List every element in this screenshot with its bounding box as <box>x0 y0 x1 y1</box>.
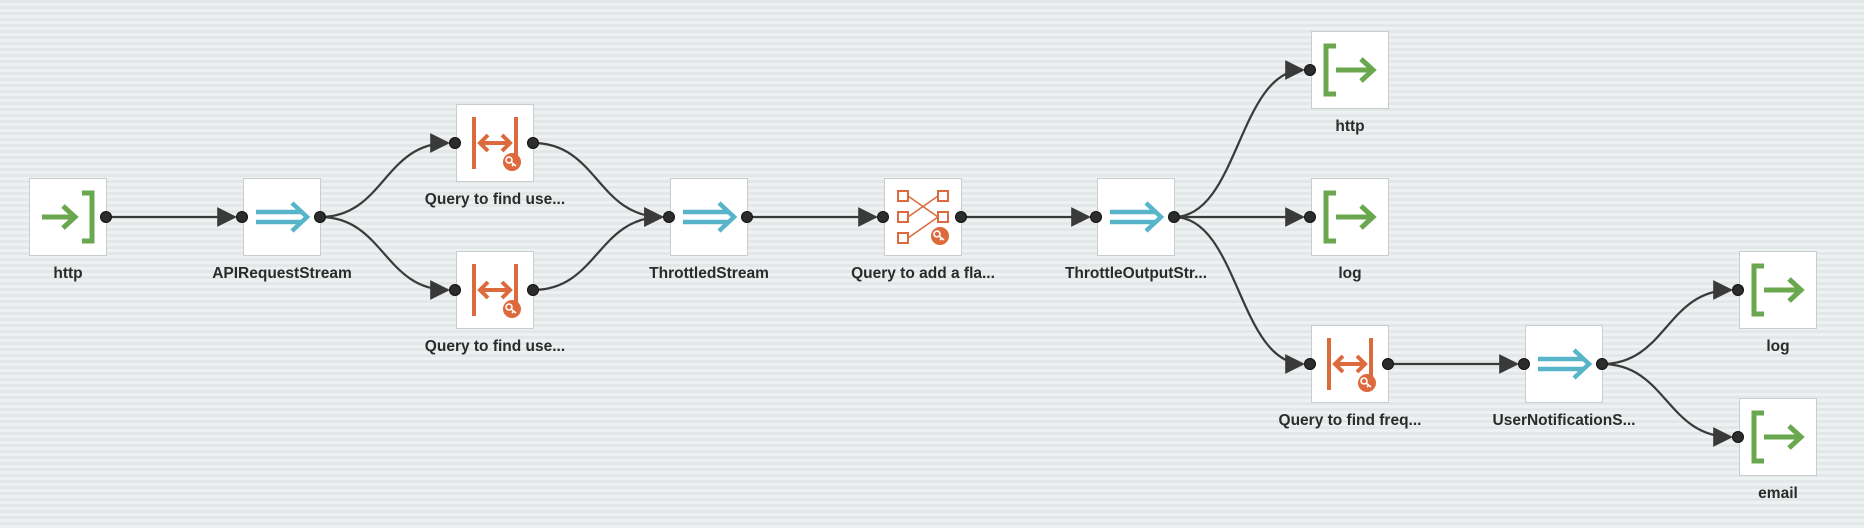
node-label: http <box>53 265 83 282</box>
join-query-icon <box>897 190 949 245</box>
edge-throttle_output-to-http_sink[interactable] <box>1173 60 1305 219</box>
node-label: Query to add a fla... <box>851 265 995 282</box>
output-port[interactable] <box>527 284 539 296</box>
node-box[interactable] <box>1739 251 1817 329</box>
stream-arrow-icon <box>256 201 311 233</box>
input-port[interactable] <box>1732 284 1744 296</box>
stream-arrow-icon <box>683 201 738 233</box>
output-port[interactable] <box>1168 211 1180 223</box>
edge-user_notification-to-log_sink_2[interactable] <box>1601 280 1733 366</box>
input-port[interactable] <box>1090 211 1102 223</box>
input-port[interactable] <box>1518 358 1530 370</box>
node-box[interactable] <box>456 104 534 182</box>
input-port[interactable] <box>449 284 461 296</box>
node-box[interactable] <box>1739 398 1817 476</box>
node-label: http <box>1335 118 1365 135</box>
node-label: ThrottledStream <box>649 265 769 282</box>
input-port[interactable] <box>1732 431 1744 443</box>
node-box[interactable] <box>1311 325 1389 403</box>
node-label: Query to find use... <box>424 338 566 355</box>
output-port[interactable] <box>1596 358 1608 370</box>
stream-arrow-icon <box>1538 348 1593 380</box>
output-port[interactable] <box>1382 358 1394 370</box>
edge-user_notification-to-email_sink[interactable] <box>1601 362 1733 447</box>
node-label: log <box>1766 338 1790 355</box>
node-box[interactable] <box>1097 178 1175 256</box>
input-port[interactable] <box>449 137 461 149</box>
window-query-icon <box>472 264 521 318</box>
source-arrow-icon <box>42 190 95 244</box>
node-box[interactable] <box>1525 325 1603 403</box>
node-label: UserNotificationS... <box>1492 412 1636 429</box>
sink-arrow-icon <box>1751 263 1805 317</box>
node-label: log <box>1338 265 1362 282</box>
node-box[interactable] <box>670 178 748 256</box>
node-box[interactable] <box>1311 178 1389 256</box>
input-port[interactable] <box>1304 211 1316 223</box>
sink-arrow-icon <box>1751 410 1805 464</box>
input-port[interactable] <box>877 211 889 223</box>
input-port[interactable] <box>1304 358 1316 370</box>
output-port[interactable] <box>314 211 326 223</box>
node-label: Query to find use... <box>424 191 566 208</box>
output-port[interactable] <box>527 137 539 149</box>
node-label: Query to find freq... <box>1278 412 1422 429</box>
node-box[interactable] <box>29 178 107 256</box>
stream-arrow-icon <box>1110 201 1165 233</box>
input-port[interactable] <box>663 211 675 223</box>
input-port[interactable] <box>236 211 248 223</box>
node-box[interactable] <box>1311 31 1389 109</box>
node-label: email <box>1758 485 1798 502</box>
sink-arrow-icon <box>1323 43 1377 97</box>
node-label: ThrottleOutputStr... <box>1064 265 1208 282</box>
edge-query_find_1-to-throttled_stream[interactable] <box>532 141 664 227</box>
node-box[interactable] <box>456 251 534 329</box>
node-label: APIRequestStream <box>212 265 352 282</box>
output-port[interactable] <box>741 211 753 223</box>
sink-arrow-icon <box>1323 190 1377 244</box>
edge-throttle_output-to-query_find_freq[interactable] <box>1173 215 1305 374</box>
input-port[interactable] <box>1304 64 1316 76</box>
node-box[interactable] <box>884 178 962 256</box>
edge-api_request_stream-to-query_find_2[interactable] <box>319 215 450 300</box>
output-port[interactable] <box>955 211 967 223</box>
edge-api_request_stream-to-query_find_1[interactable] <box>319 133 450 219</box>
node-box[interactable] <box>243 178 321 256</box>
window-query-icon <box>1327 338 1376 392</box>
edge-query_find_2-to-throttled_stream[interactable] <box>532 207 664 292</box>
window-query-icon <box>472 117 521 171</box>
output-port[interactable] <box>100 211 112 223</box>
